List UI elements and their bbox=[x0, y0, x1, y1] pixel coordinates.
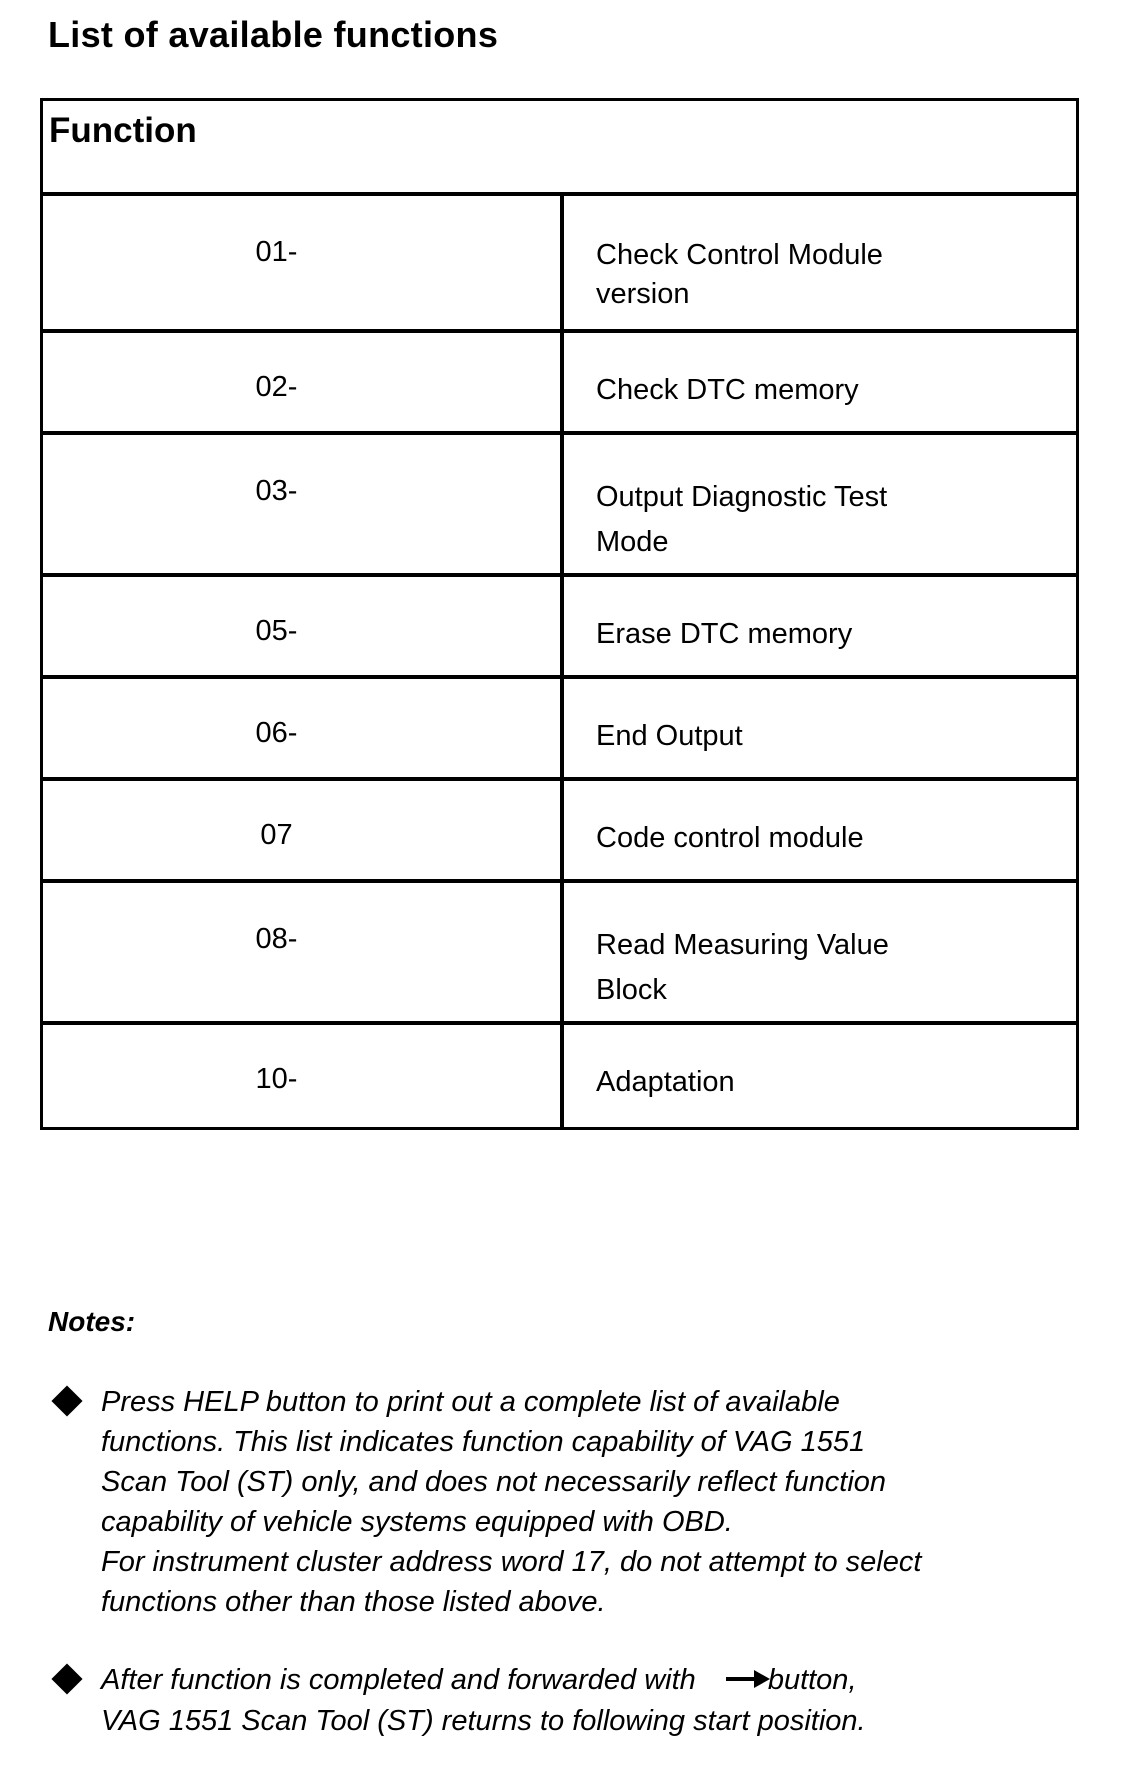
function-code: 01- bbox=[43, 196, 564, 329]
note-text-before-icon: After function is completed and forwarde… bbox=[101, 1664, 696, 1696]
diamond-bullet-icon bbox=[51, 1663, 83, 1695]
table-row: 02- Check DTC memory bbox=[43, 333, 1076, 435]
function-code: 03- bbox=[43, 435, 564, 573]
notes-title: Notes: bbox=[48, 1306, 136, 1337]
description-line: Adaptation bbox=[596, 1066, 735, 1098]
note-item: After function is completed and forwarde… bbox=[51, 1660, 1076, 1741]
note-line: functions other than those listed above. bbox=[101, 1586, 606, 1618]
function-description: Output Diagnostic Test Mode bbox=[564, 435, 1076, 573]
description-line: Code control module bbox=[596, 822, 864, 854]
table-row: 10- Adaptation bbox=[43, 1025, 1076, 1127]
note-item: Press HELP button to print out a complet… bbox=[51, 1382, 1076, 1622]
note-line: capability of vehicle systems equipped w… bbox=[101, 1506, 733, 1538]
description-line: Block bbox=[596, 974, 667, 1006]
description-line: End Output bbox=[596, 720, 743, 752]
table-row: 06- End Output bbox=[43, 679, 1076, 781]
function-description: Read Measuring Value Block bbox=[564, 883, 1076, 1021]
function-code: 02- bbox=[43, 333, 564, 431]
note-line: For instrument cluster address word 17, … bbox=[101, 1546, 922, 1578]
note-line: After function is completed and forwarde… bbox=[101, 1660, 1076, 1701]
diamond-bullet-icon bbox=[51, 1385, 83, 1417]
description-line: Mode bbox=[596, 526, 669, 558]
function-description: Check DTC memory bbox=[564, 333, 1076, 431]
table-row: 05- Erase DTC memory bbox=[43, 577, 1076, 679]
right-arrow-icon bbox=[725, 1661, 770, 1701]
function-description: Code control module bbox=[564, 781, 1076, 879]
table-row: 07 Code control module bbox=[43, 781, 1076, 883]
description-line: version bbox=[596, 278, 690, 310]
note-line: functions. This list indicates function … bbox=[101, 1426, 866, 1458]
description-line: Erase DTC memory bbox=[596, 618, 853, 650]
function-code: 07 bbox=[43, 781, 564, 879]
function-description: End Output bbox=[564, 679, 1076, 777]
table-row: 01- Check Control Module version bbox=[43, 196, 1076, 333]
description-line: Check Control Module bbox=[596, 239, 883, 271]
note-line: Scan Tool (ST) only, and does not necess… bbox=[101, 1466, 887, 1498]
function-code: 08- bbox=[43, 883, 564, 1021]
note-text: After function is completed and forwarde… bbox=[101, 1660, 1076, 1741]
description-line: Check DTC memory bbox=[596, 374, 859, 406]
function-code: 05- bbox=[43, 577, 564, 675]
table-row: 08- Read Measuring Value Block bbox=[43, 883, 1076, 1025]
functions-table: Function 01- Check Control Module versio… bbox=[40, 98, 1079, 1130]
function-description: Check Control Module version bbox=[564, 196, 1076, 329]
note-text: Press HELP button to print out a complet… bbox=[101, 1382, 1076, 1622]
function-description: Adaptation bbox=[564, 1025, 1076, 1127]
table-row: 03- Output Diagnostic Test Mode bbox=[43, 435, 1076, 577]
function-code: 10- bbox=[43, 1025, 564, 1127]
note-text-after-icon: button, bbox=[767, 1664, 857, 1696]
description-line: Read Measuring Value bbox=[596, 929, 889, 961]
function-description: Erase DTC memory bbox=[564, 577, 1076, 675]
function-code: 06- bbox=[43, 679, 564, 777]
note-line: Press HELP button to print out a complet… bbox=[101, 1386, 840, 1418]
table-header: Function bbox=[43, 101, 1076, 196]
page-title: List of available functions bbox=[48, 14, 499, 55]
description-line: Output Diagnostic Test bbox=[596, 481, 888, 513]
note-line: VAG 1551 Scan Tool (ST) returns to follo… bbox=[101, 1705, 866, 1738]
